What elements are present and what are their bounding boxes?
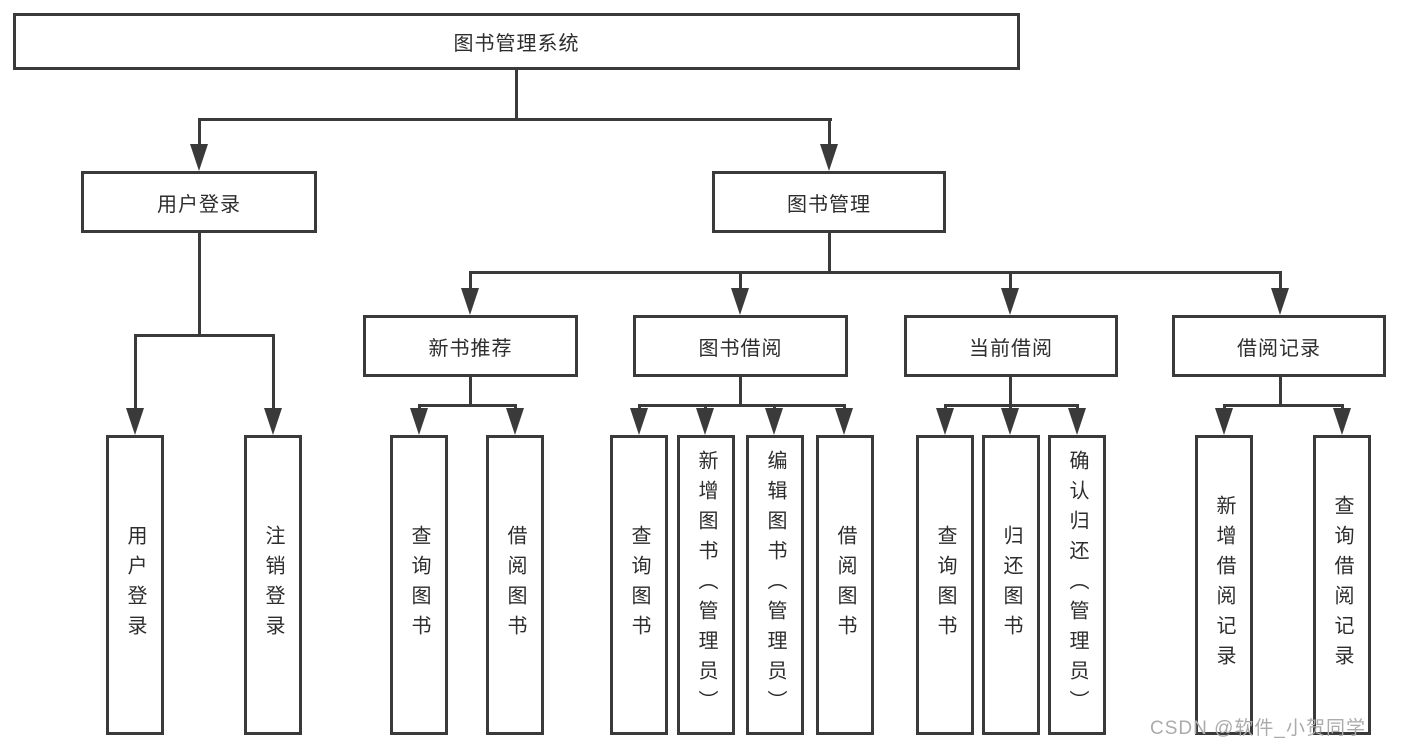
connector-line [198, 118, 201, 150]
connector-line [469, 271, 1282, 274]
connector-line [739, 271, 742, 301]
arrow-down-icon [190, 144, 208, 171]
leaf-borrow-books-1: 借阅图书 [486, 435, 544, 735]
connector-line [134, 334, 137, 414]
node-root: 图书管理系统 [13, 13, 1020, 70]
leaf-add-books-admin: 新增图书（管理员） [677, 435, 735, 735]
arrow-down-icon [1068, 408, 1086, 435]
leaf-add-books-admin-label: 新增图书（管理员） [695, 450, 717, 720]
arrow-down-icon [1001, 288, 1019, 315]
leaf-query-books-1: 查询图书 [390, 435, 448, 735]
connector-line [638, 404, 846, 407]
node-book-management-label: 图书管理 [787, 193, 871, 216]
arrow-down-icon [506, 408, 524, 435]
arrow-down-icon [696, 408, 714, 435]
node-book-management: 图书管理 [712, 171, 946, 233]
node-new-book-recommend-label: 新书推荐 [428, 337, 513, 360]
leaf-add-borrow-record-label: 新增借阅记录 [1213, 495, 1235, 675]
leaf-borrow-books-2-label: 借阅图书 [834, 525, 856, 645]
node-current-borrow: 当前借阅 [904, 315, 1118, 377]
csdn-watermark: CSDN @软件_小贺同学 [1150, 718, 1366, 739]
node-book-borrow: 图书借阅 [633, 315, 848, 377]
leaf-query-books-2: 查询图书 [610, 435, 668, 735]
connector-line [198, 233, 201, 337]
node-book-borrow-label: 图书借阅 [698, 337, 783, 360]
leaf-query-borrow-record: 查询借阅记录 [1313, 435, 1371, 735]
arrow-down-icon [264, 408, 282, 435]
arrow-down-icon [1271, 288, 1289, 315]
leaf-confirm-return-admin-label: 确认归还（管理员） [1066, 450, 1088, 720]
connector-line [469, 377, 472, 407]
leaf-query-books-3-label: 查询图书 [934, 525, 956, 645]
leaf-query-borrow-record-label: 查询借阅记录 [1331, 495, 1353, 675]
arrow-down-icon [410, 408, 428, 435]
connector-line [134, 334, 275, 337]
leaf-borrow-books-2: 借阅图书 [816, 435, 874, 735]
leaf-user-login-label: 用户登录 [124, 525, 146, 645]
arrow-down-icon [835, 408, 853, 435]
node-new-book-recommend: 新书推荐 [363, 315, 578, 377]
node-root-label: 图书管理系统 [453, 33, 580, 55]
arrow-down-icon [630, 408, 648, 435]
leaf-query-books-2-label: 查询图书 [628, 525, 650, 645]
arrow-down-icon [1333, 408, 1351, 435]
node-user-login-label: 用户登录 [157, 193, 241, 216]
node-borrow-record-label: 借阅记录 [1237, 337, 1321, 360]
node-borrow-record: 借阅记录 [1172, 315, 1386, 377]
leaf-add-borrow-record: 新增借阅记录 [1195, 435, 1253, 735]
leaf-query-books-1-label: 查询图书 [408, 525, 430, 645]
connector-line [272, 334, 275, 414]
arrow-down-icon [126, 408, 144, 435]
connector-line [828, 118, 831, 150]
connector-line [418, 404, 517, 407]
arrow-down-icon [1001, 408, 1019, 435]
connector-line [739, 377, 742, 407]
connector-line [1279, 271, 1282, 301]
arrow-down-icon [820, 144, 838, 171]
connector-line [469, 271, 472, 301]
arrow-down-icon [936, 408, 954, 435]
leaf-borrow-books-1-label: 借阅图书 [504, 525, 526, 645]
leaf-edit-books-admin-label: 编辑图书（管理员） [764, 450, 786, 720]
leaf-edit-books-admin: 编辑图书（管理员） [746, 435, 804, 735]
leaf-logout-label: 注销登录 [262, 525, 284, 645]
node-current-borrow-label: 当前借阅 [969, 337, 1053, 360]
leaf-confirm-return-admin: 确认归还（管理员） [1048, 435, 1106, 735]
connector-line [198, 118, 832, 121]
leaf-query-books-3: 查询图书 [916, 435, 974, 735]
leaf-return-books: 归还图书 [982, 435, 1040, 735]
node-user-login: 用户登录 [81, 171, 317, 233]
connector-line [1009, 271, 1012, 301]
connector-line [828, 233, 831, 274]
arrow-down-icon [1215, 408, 1233, 435]
arrow-down-icon [731, 288, 749, 315]
connector-line [1223, 404, 1343, 407]
arrow-down-icon [765, 408, 783, 435]
leaf-user-login: 用户登录 [106, 435, 164, 735]
arrow-down-icon [461, 288, 479, 315]
connector-line [1279, 377, 1282, 407]
connector-line [515, 70, 518, 120]
connector-line [1009, 377, 1012, 407]
leaf-logout: 注销登录 [244, 435, 302, 735]
leaf-return-books-label: 归还图书 [1000, 525, 1022, 645]
